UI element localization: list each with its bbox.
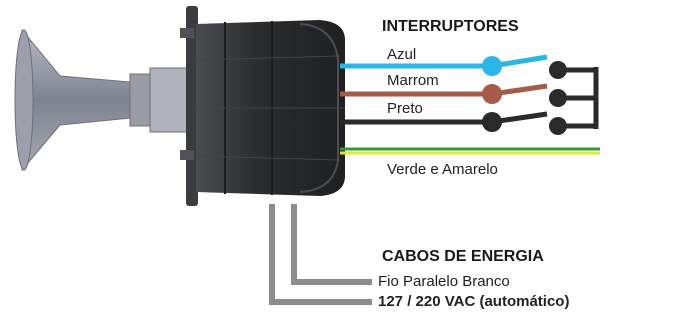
wire-azul [340,54,548,76]
wire-label-marrom: Marrom [387,72,439,89]
wire-preto [340,111,548,132]
wire-ground [340,147,600,155]
siren-housing [180,6,345,206]
wire-marrom [340,83,548,104]
wire-label-ground: Verde e Amarelo [387,161,498,178]
power-cables [269,204,372,305]
power-cable-label-paralelo: Fio Paralelo Branco [378,273,510,290]
wire-label-azul: Azul [387,46,417,63]
power-heading: CABOS DE ENERGIA [382,248,544,265]
power-cable-label-voltage: 127 / 220 VAC (automático) [378,293,570,310]
horn-icon [14,28,191,172]
switch-terminals [549,61,599,135]
switches-heading: INTERRUPTORES [382,18,519,35]
wire-label-preto: Preto [387,100,423,117]
